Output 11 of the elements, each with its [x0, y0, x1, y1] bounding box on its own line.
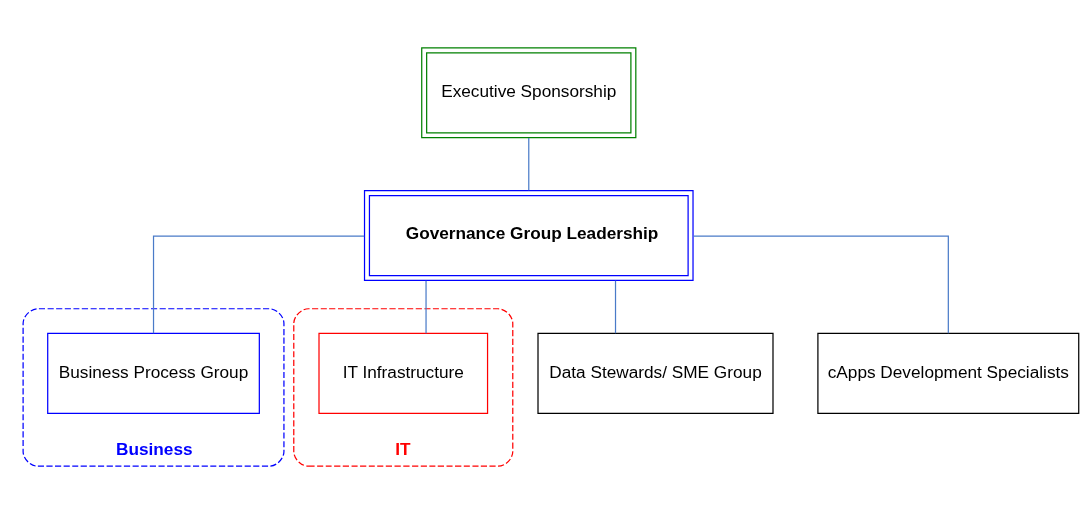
- connector: [425, 279, 427, 334]
- connector: [692, 235, 949, 334]
- node-box: Executive Sponsorship: [421, 46, 637, 138]
- node-box: Business Process Group: [47, 332, 260, 414]
- node-box: cApps Development Specialists: [817, 332, 1080, 414]
- connector: [528, 136, 530, 191]
- node-box: Governance Group Leadership: [363, 189, 694, 281]
- connector: [152, 235, 365, 334]
- node-box: IT Infrastructure: [318, 332, 489, 414]
- node-box: Data Stewards/ SME Group: [537, 332, 774, 414]
- connector: [614, 279, 617, 334]
